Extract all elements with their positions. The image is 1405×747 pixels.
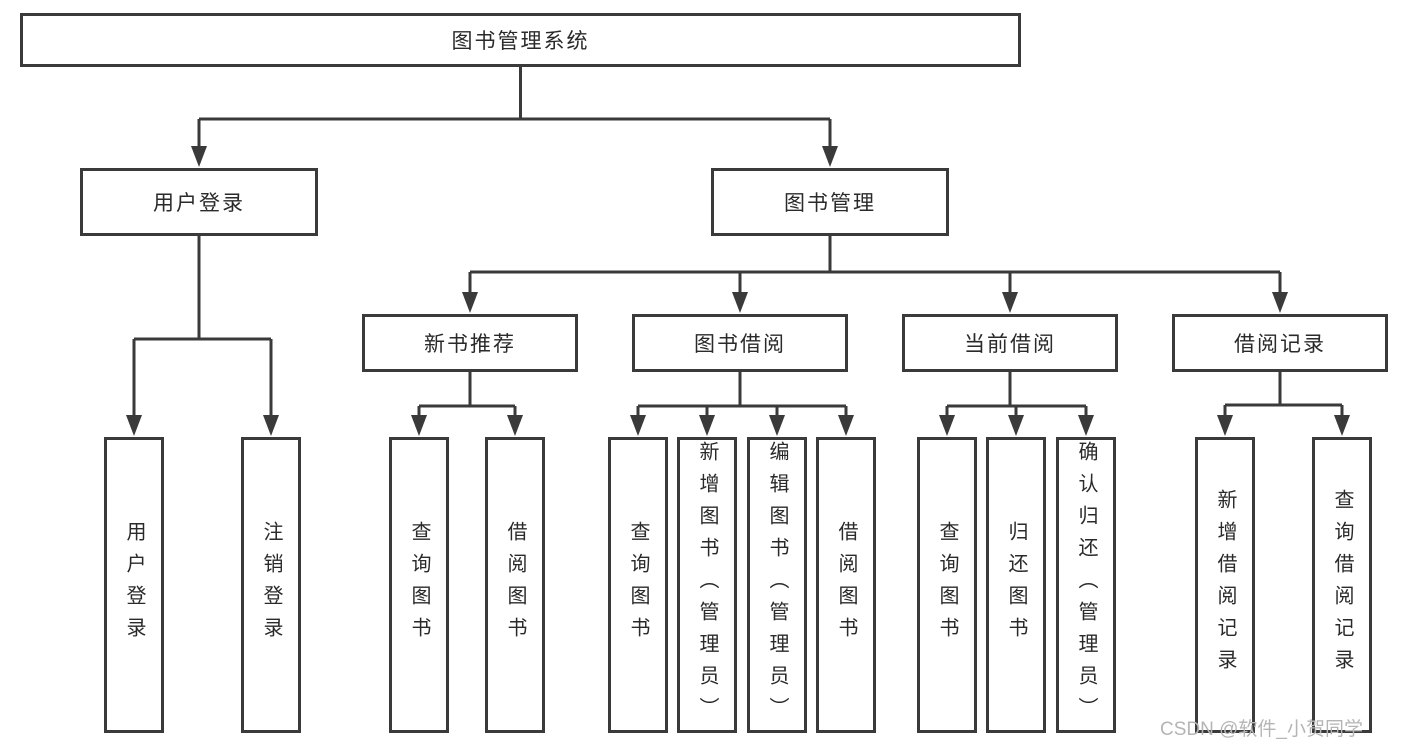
node-book-borrowing: 图书借阅 [632,314,848,372]
node-label: 图书管理 [784,192,876,215]
node-label: 查询图书 [936,521,958,649]
node-leaf-query-books-3: 查询图书 [917,437,977,733]
node-label: 图书借阅 [694,333,786,356]
node-leaf-query-books-1: 查询图书 [389,437,449,733]
arrowhead [699,415,715,436]
arrowhead [822,146,838,167]
arrowhead [630,415,646,436]
arrowhead [769,415,785,436]
node-label: 注销登录 [260,521,282,649]
connector-user-login-children [126,234,279,436]
node-label: 新增借阅记录 [1214,489,1236,681]
node-current-borrowing: 当前借阅 [902,314,1118,372]
connector-new-books-children [411,370,523,436]
node-label: 借阅图书 [835,521,857,649]
node-label: 查询图书 [627,521,649,649]
arrowhead [838,415,854,436]
node-leaf-user-login: 用户登录 [104,437,164,733]
connector-current-borrow-children [939,370,1094,436]
arrowhead [507,415,523,436]
node-label: 确认归还（管理员） [1075,441,1097,729]
arrowhead [1334,415,1350,436]
node-library-management-system: 图书管理系统 [20,13,1021,67]
node-label: 查询图书 [408,521,430,649]
arrowhead [1002,292,1018,313]
csdn-watermark: CSDN @软件_小贺同学 [1160,719,1363,740]
arrowhead [1272,292,1288,313]
node-book-management: 图书管理 [711,168,949,236]
node-label: 归还图书 [1005,521,1027,649]
node-label: 编辑图书（管理员） [766,441,788,729]
connector-root-to-level2 [191,67,838,167]
connector-book-borrow-children [630,370,854,436]
arrowhead [411,415,427,436]
arrowhead [263,415,279,436]
node-label: 用户登录 [153,192,245,215]
node-leaf-logout: 注销登录 [241,437,301,733]
node-label: 查询借阅记录 [1331,489,1353,681]
connector-book-management-children [462,234,1288,313]
node-leaf-query-books-2: 查询图书 [608,437,668,733]
arrowhead [939,415,955,436]
node-leaf-return-books: 归还图书 [986,437,1046,733]
node-user-login: 用户登录 [80,168,318,236]
node-label: 图书管理系统 [451,30,590,53]
node-label: 新书推荐 [424,333,516,356]
node-leaf-confirm-return-admin: 确认归还（管理员） [1056,437,1116,733]
node-leaf-borrow-books-2: 借阅图书 [816,437,876,733]
arrowhead [126,415,142,436]
arrowhead [1008,415,1024,436]
node-label: 借阅记录 [1234,333,1326,356]
node-leaf-add-books-admin: 新增图书（管理员） [677,437,737,733]
node-borrowing-records: 借阅记录 [1172,314,1388,372]
arrowhead [191,146,207,167]
arrowhead [462,292,478,313]
node-label: 当前借阅 [964,333,1056,356]
node-leaf-query-borrow-record: 查询借阅记录 [1312,437,1372,733]
connector-borrow-records-children [1217,370,1350,436]
node-new-book-recommend: 新书推荐 [362,314,578,372]
arrowhead [1078,415,1094,436]
node-label: 借阅图书 [504,521,526,649]
node-leaf-edit-books-admin: 编辑图书（管理员） [747,437,807,733]
node-leaf-add-borrow-record: 新增借阅记录 [1195,437,1255,733]
node-label: 用户登录 [123,521,145,649]
arrowhead [732,292,748,313]
node-label: 新增图书（管理员） [696,441,718,729]
arrowhead [1217,415,1233,436]
node-leaf-borrow-books-1: 借阅图书 [485,437,545,733]
